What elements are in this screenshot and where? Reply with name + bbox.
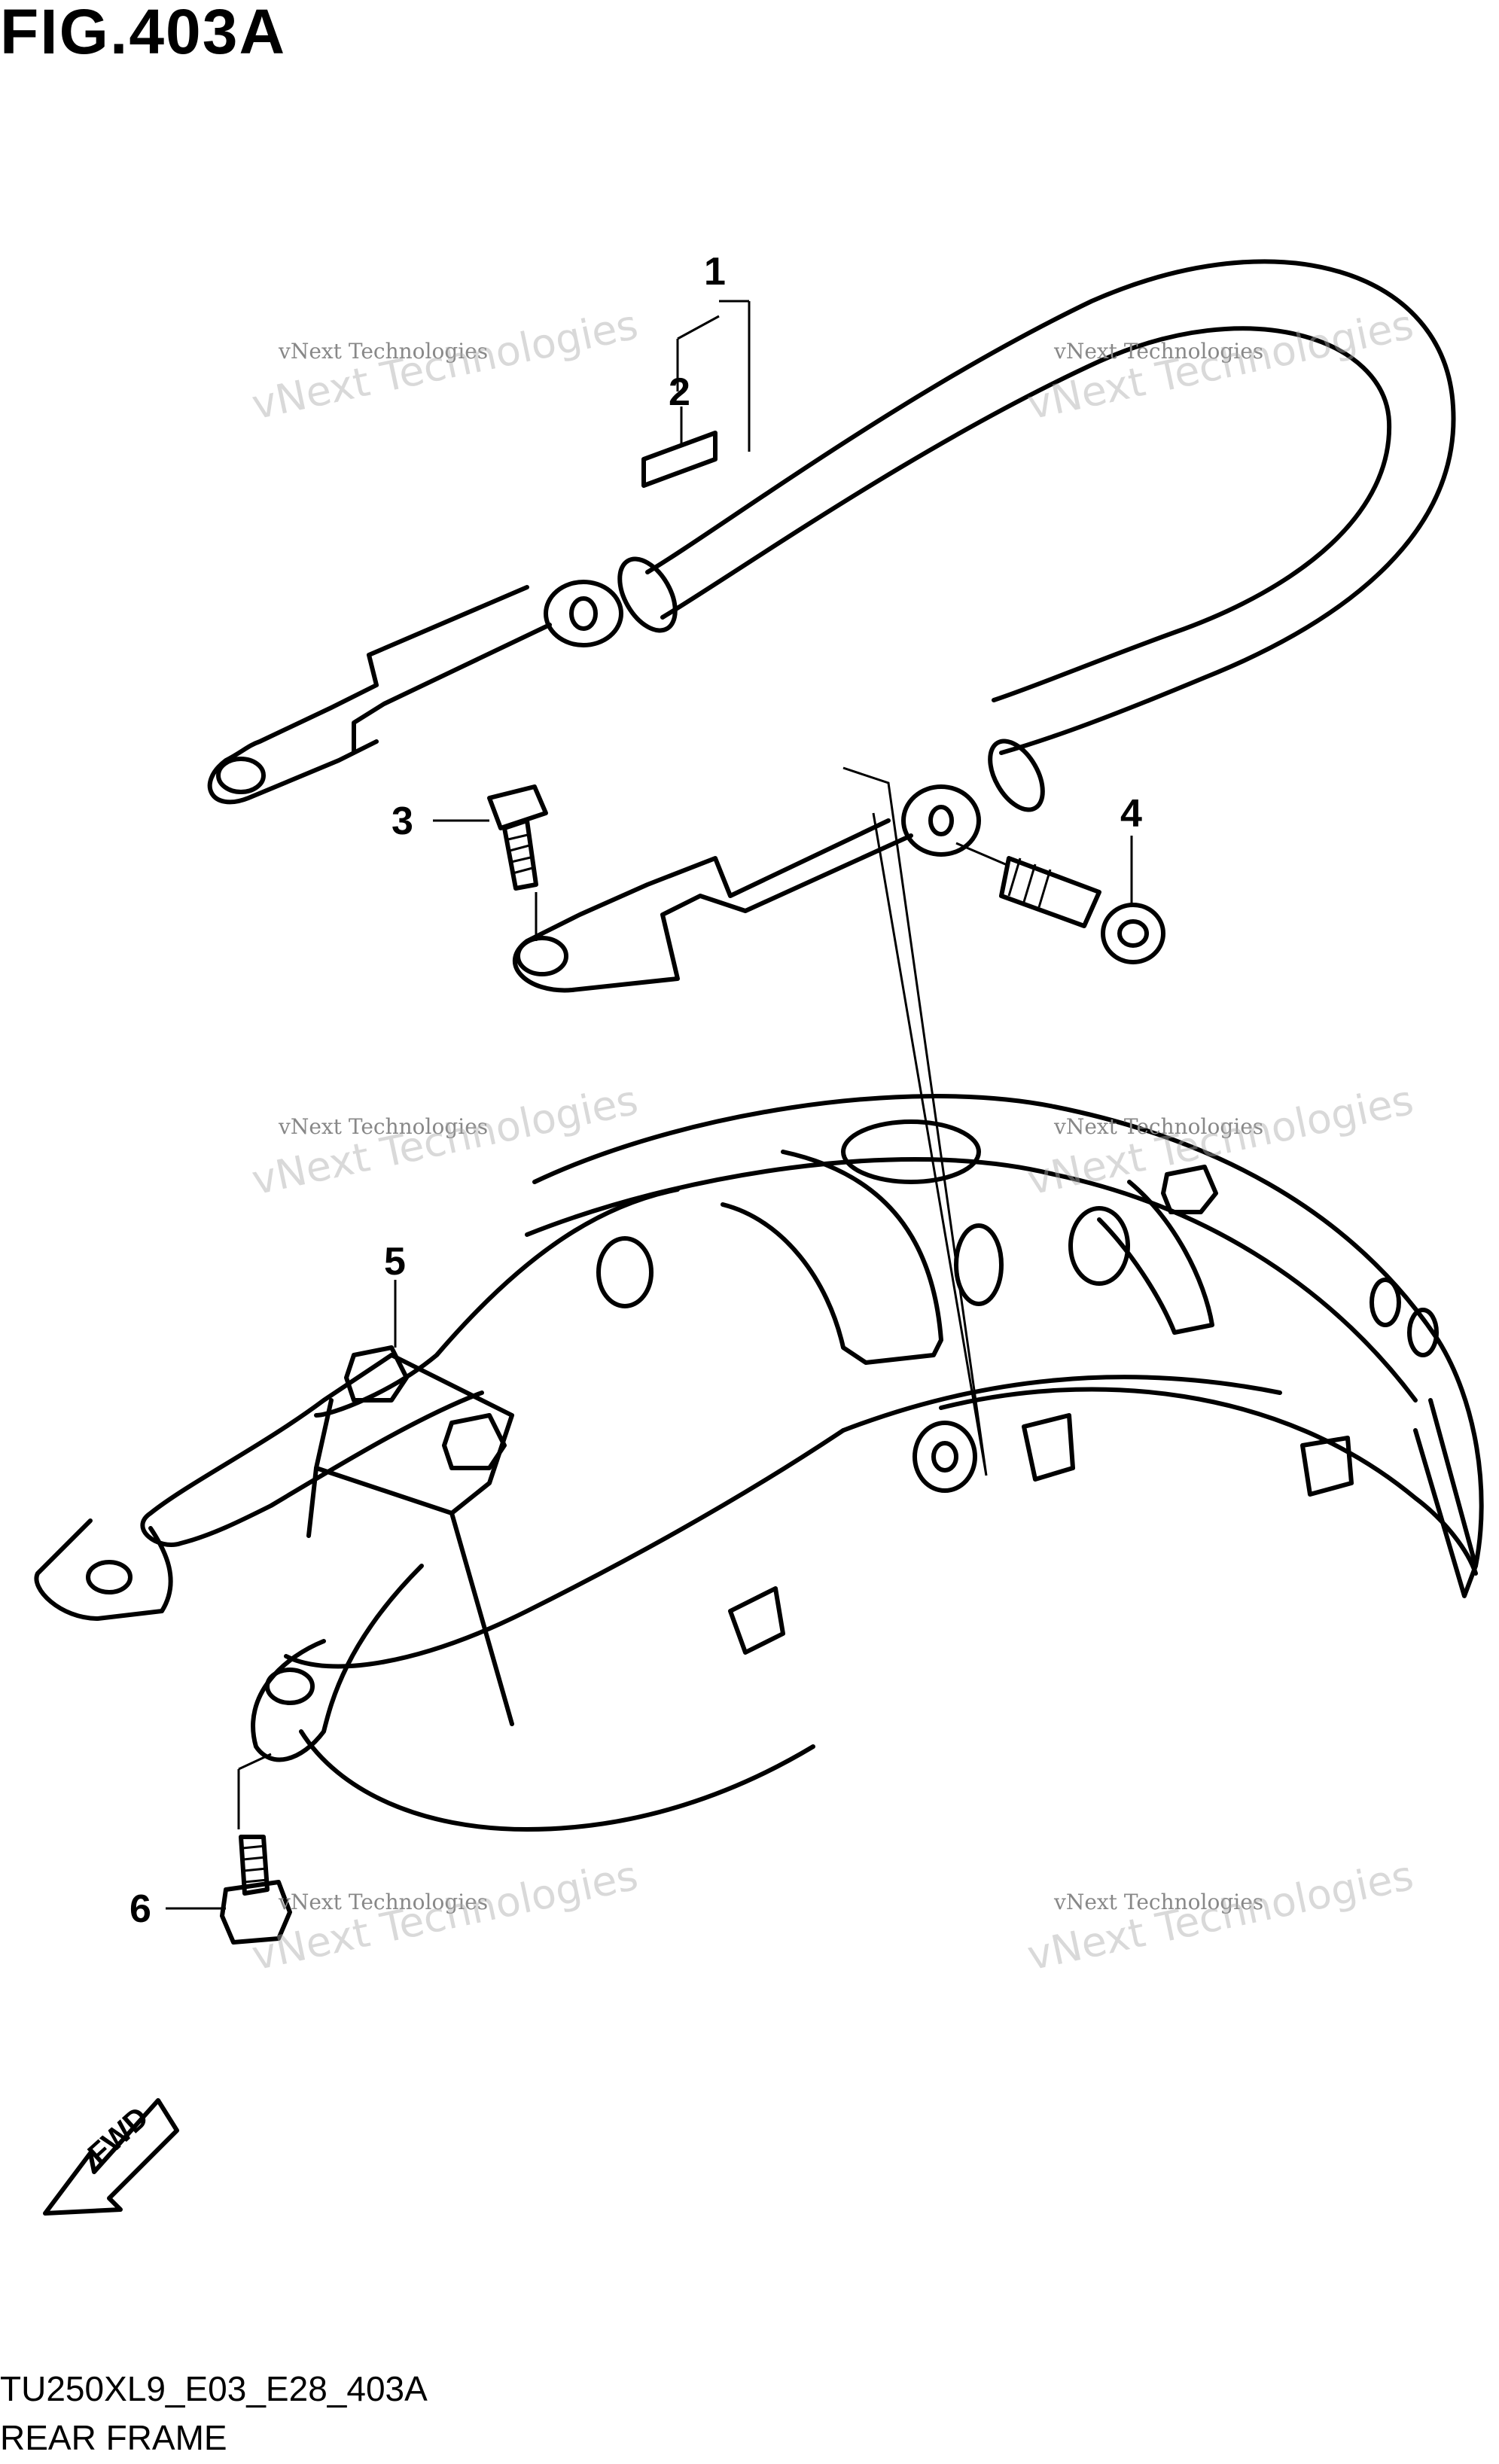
callout-1: 1 [704, 250, 726, 294]
leader-lines [166, 300, 1133, 1910]
label-tag [641, 431, 718, 488]
figure-title: FIG.403A [0, 0, 287, 67]
callout-3: 3 [392, 800, 413, 843]
callout-6: 6 [129, 1887, 151, 1931]
section-name: REAR FRAME [0, 2418, 227, 2457]
callout-2: 2 [669, 370, 690, 414]
model-code: TU250XL9_E03_E28_403A [0, 2369, 428, 2408]
grab-rail [207, 259, 1456, 993]
callout-4: 4 [1120, 792, 1142, 836]
bolt-3 [487, 784, 548, 941]
fwd-arrow [43, 2098, 179, 2216]
rear-frame [34, 1094, 1484, 1832]
bolt-6 [220, 1753, 292, 1945]
callout-5: 5 [384, 1240, 406, 1284]
bolt-4 [955, 842, 1165, 964]
